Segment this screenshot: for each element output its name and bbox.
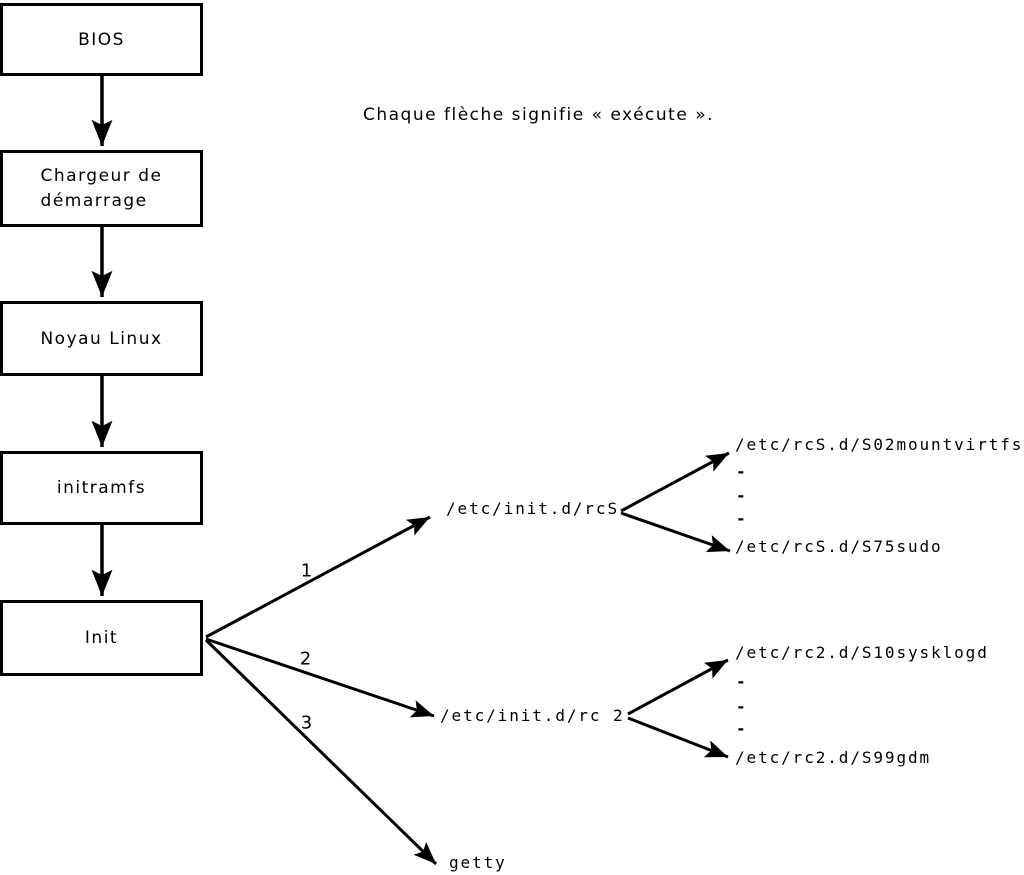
box-bootloader: Chargeur de démarrage	[0, 150, 203, 227]
note-arrow-meaning: Chaque flèche signifie « exécute ».	[363, 105, 714, 125]
arrow-init-to-getty	[204, 638, 438, 866]
arrow-rcS-to-S02mountvirtfs	[620, 451, 730, 513]
box-bios: BIOS	[0, 3, 203, 76]
path-getty: getty	[449, 853, 507, 872]
path-rcS-first-script: /etc/rcS.d/S02mountvirtfs	[735, 435, 1024, 454]
path-rc2-first-script: /etc/rc2.d/S10sysklogd	[735, 643, 989, 662]
box-initramfs-label: initramfs	[56, 478, 147, 498]
box-bios-label: BIOS	[78, 29, 125, 50]
path-init-rcS: /etc/init.d/rcS	[446, 499, 619, 518]
rc2-ellipsis-dash-3: -	[736, 719, 748, 738]
rcS-ellipsis-dash-3: -	[736, 509, 748, 528]
box-init-label: Init	[84, 628, 119, 648]
box-initramfs: initramfs	[0, 451, 203, 525]
rc2-ellipsis-dash-2: -	[736, 697, 748, 716]
box-bootloader-label-line1: Chargeur de	[40, 165, 163, 186]
arrow-rc2-to-S99gdm	[627, 716, 729, 759]
rcS-ellipsis-dash-2: -	[736, 486, 748, 505]
branch-label-1: 1	[300, 560, 314, 582]
box-kernel-label: Noyau Linux	[40, 328, 163, 349]
path-rcS-last-script: /etc/rcS.d/S75sudo	[735, 537, 943, 556]
box-kernel: Noyau Linux	[0, 301, 203, 376]
arrow-rcS-to-S75sudo	[620, 511, 731, 553]
rc2-ellipsis-dash-1: -	[736, 672, 748, 691]
box-init: Init	[0, 600, 203, 676]
branch-label-3: 3	[300, 712, 314, 734]
arrow-rc2-to-S10sysklogd	[627, 658, 729, 716]
rcS-ellipsis-dash-1: -	[736, 462, 748, 481]
branch-label-2: 2	[299, 648, 313, 670]
arrow-init-to-rc2	[205, 637, 435, 718]
box-bootloader-label-line2: démarrage	[40, 190, 148, 211]
box-bootloader-label: Chargeur de démarrage	[41, 164, 163, 214]
arrow-init-to-rcS	[205, 515, 431, 639]
path-rc2-last-script: /etc/rc2.d/S99gdm	[735, 748, 932, 767]
path-init-rc2: /etc/init.d/rc 2	[440, 706, 625, 725]
